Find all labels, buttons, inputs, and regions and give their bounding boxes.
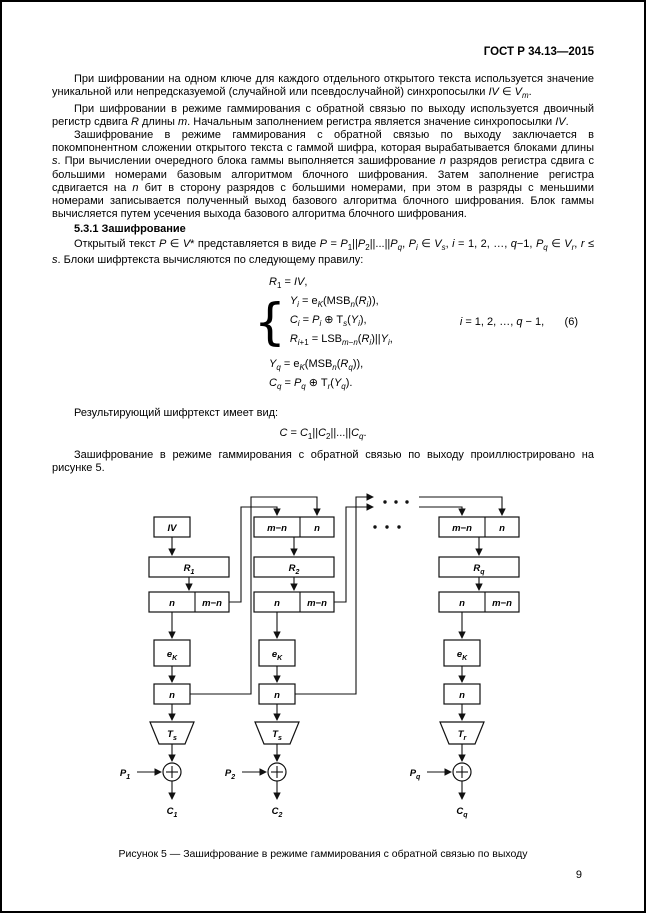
mn-part-label: m−n [307, 598, 327, 609]
truncation-trapezoid-3 [439, 721, 485, 745]
formula-result: C = C1||C2||...||Cq. [279, 427, 367, 442]
n-part-label: n [499, 523, 505, 534]
register-label-1: R1 [184, 563, 195, 576]
iv-label: IV [168, 523, 178, 534]
formula-system: { Yi = eK(MSBn(Ri)), Ci = Pi ⊕ Ts(Yi), R… [254, 294, 594, 350]
n-box-label-2: n [274, 690, 280, 701]
cipher-box-1 [153, 639, 191, 667]
shift-split-box-3 [438, 591, 520, 613]
feedback-mn-3-in [419, 506, 466, 516]
input-split-box-2 [253, 516, 335, 538]
page-number: 9 [575, 869, 582, 881]
figure-caption: Рисунок 5 — Зашифрование в режиме гаммир… [118, 847, 528, 860]
register-label-3: Rq [473, 563, 485, 576]
system-lines: Yi = eK(MSBn(Ri)), Ci = Pi ⊕ Ts(Yi), Ri+… [290, 294, 458, 350]
formula-sys2: Ci = Pi ⊕ Ts(Yi), [289, 314, 367, 329]
formula-sys3: Ri+1 = LSBm−n(Ri)||Yi, [289, 332, 393, 347]
mn-part-label: m−n [267, 523, 287, 534]
truncation-label-3: Tr [458, 729, 468, 742]
formula-tail2: Cq = Pq ⊕ Tr(Yq). [269, 377, 353, 392]
system-brace: { [254, 293, 286, 352]
feedback-mn-2-out [334, 502, 374, 603]
n-part-label: n [459, 598, 465, 609]
formula-block: R1 = IV, { Yi = eK(MSBn(Ri)), Ci = Pi ⊕ … [52, 276, 594, 395]
paragraph-6: Зашифрование в режиме гаммирования с обр… [52, 449, 594, 475]
mn-part-label: m−n [452, 523, 472, 534]
ciphertext-label-3: Cq [456, 806, 468, 819]
input-split-box-3 [438, 516, 520, 538]
plaintext-label-1: P1 [120, 768, 130, 781]
truncation-trapezoid-1 [149, 721, 195, 745]
figure-diagram: IV R1 n m−n eK n Ts [120, 492, 520, 819]
truncation-label-1: Ts [167, 729, 177, 742]
n-part-label: n [274, 598, 280, 609]
figure-column-3: m−n n Rq n m−n eK n Tr [410, 496, 520, 819]
feedback-n-1 [190, 496, 321, 695]
mn-part-label: m−n [202, 598, 222, 609]
paragraph-2: При шифровании в режиме гаммирования с о… [52, 102, 594, 128]
cipher-label-2: eK [272, 649, 283, 662]
formula-init: R1 = IV, [269, 276, 308, 291]
truncation-trapezoid-2 [254, 721, 300, 745]
figure-column-2: m−n n R2 n m−n eK n Ts [225, 492, 374, 819]
cipher-label-3: eK [457, 649, 468, 662]
formula-side-condition: i = 1, 2, …, q − 1, [459, 316, 545, 329]
n-box-label-1: n [169, 690, 175, 701]
section-heading: 5.3.1 Зашифрование [74, 223, 186, 236]
feedback-n-3-in [419, 496, 506, 516]
paragraph-1: При шифровании на одном ключе для каждог… [52, 73, 594, 101]
figure: IV R1 n m−n eK n Ts [87, 492, 594, 832]
mn-part-label: m−n [492, 598, 512, 609]
ciphertext-label-1: C1 [167, 806, 178, 819]
document-header: ГОСТ Р 34.13—2015 [483, 46, 594, 58]
formula-sys1: Yi = eK(MSBn(Ri)), [289, 295, 379, 310]
paragraph-5: Результирующий шифртекст имеет вид: [74, 406, 279, 419]
n-part-label: n [169, 598, 175, 609]
feedback-n-2-out [295, 492, 374, 695]
figure-column-1: IV R1 n m−n eK n Ts [120, 496, 321, 819]
cipher-box-3 [443, 639, 481, 667]
register-label-2: R2 [289, 563, 300, 576]
feedback-mn-1 [229, 506, 281, 603]
paragraph-3: Зашифрование в режиме гаммирования с обр… [52, 129, 594, 221]
plaintext-label-3: Pq [410, 768, 421, 781]
truncation-label-2: Ts [272, 729, 282, 742]
continuation-dots [373, 499, 409, 529]
cipher-label-1: eK [167, 649, 178, 662]
paragraph-4: Открытый текст P ∈ V* представляется в в… [52, 237, 594, 267]
plaintext-label-2: P2 [225, 768, 235, 781]
formula-tail1: Yq = eK(MSBn(Rq)), [269, 358, 364, 373]
ciphertext-label-2: C2 [272, 806, 283, 819]
n-part-label: n [314, 523, 320, 534]
formula-tail: Yq = eK(MSBn(Rq)), Cq = Pq ⊕ Tr(Yq). [269, 357, 594, 394]
n-box-label-3: n [459, 690, 465, 701]
equation-number: (6) [564, 316, 578, 329]
